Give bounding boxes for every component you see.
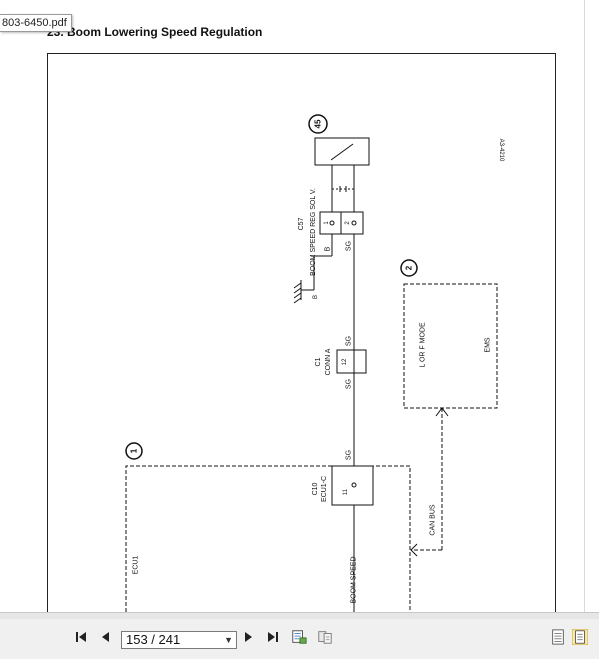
print-properties-icon[interactable] [291,629,307,645]
wiring-diagram: A3-4210 45 1 2 C57 BOOM SPEED REG SOL V.… [47,53,556,612]
sol-valve-ref: 45 [314,119,323,128]
c57-pin1: 1 [324,221,330,225]
c1-connector-name: CONN A [325,348,332,375]
ems-mode-label: L OR F MODE [420,322,427,368]
c10-connector-name: ECU1-C [321,476,328,502]
ground-symbol [293,282,302,304]
ecu-ref-circle [125,442,143,460]
document-compare-icon[interactable] [317,629,333,645]
document-page: A3-4210 45 1 2 C57 BOOM SPEED REG SOL V.… [0,14,556,612]
next-page-icon[interactable] [241,629,257,645]
c57-pin2: 2 [345,221,351,225]
c10-wire-label: SG [346,450,353,460]
c57-component-name: BOOM SPEED REG SOL V. [310,188,317,276]
c10-pin: 11 [343,488,349,495]
ground-label: B [313,295,319,299]
ecu-block-name: ECU1 [133,556,140,575]
ems-name: EMS [485,337,492,353]
c1-pin: 12 [342,358,348,365]
page-number-select[interactable]: 153 / 241 ▼ [121,631,237,649]
page-number-value: 153 / 241 [126,632,181,647]
ecu-function-label: BOOM SPEED [351,556,358,603]
pdf-navigation-toolbar: 153 / 241 ▼ [0,612,599,659]
ecu-ref: 1 [130,448,139,453]
ems-block [403,283,498,409]
c57-wire2-label: SG [346,241,353,251]
sol-valve-coil-diagonal [330,143,354,161]
diagram-frame [47,53,556,612]
connector-c1 [336,349,367,374]
c57-connector-label: C57 [298,217,305,230]
file-name-tab[interactable]: 803-6450.pdf [0,14,72,32]
ems-ref: 2 [405,265,414,270]
c1-wire-bottom-label: SG [346,379,353,389]
last-page-icon[interactable] [265,629,281,645]
ecu-block [125,465,411,612]
c1-wire-top-label: SG [346,336,353,346]
page-gutter [584,0,599,612]
drawing-id: A3-4210 [498,139,504,162]
section-title: 23. Boom Lowering Speed Regulation [47,25,263,39]
first-page-icon[interactable] [73,629,89,645]
two-page-view-icon[interactable] [572,629,588,645]
c57-wire1-label: B [325,246,332,251]
single-page-view-icon[interactable] [550,629,566,645]
chevron-down-icon: ▼ [224,635,233,645]
c1-connector-label: C1 [315,357,322,366]
prev-page-icon[interactable] [97,629,113,645]
c10-connector-label: C10 [312,482,319,495]
sol-valve-ref-circle [308,114,328,134]
ems-ref-circle [400,259,418,277]
can-bus-label: CAN BUS [430,504,437,535]
